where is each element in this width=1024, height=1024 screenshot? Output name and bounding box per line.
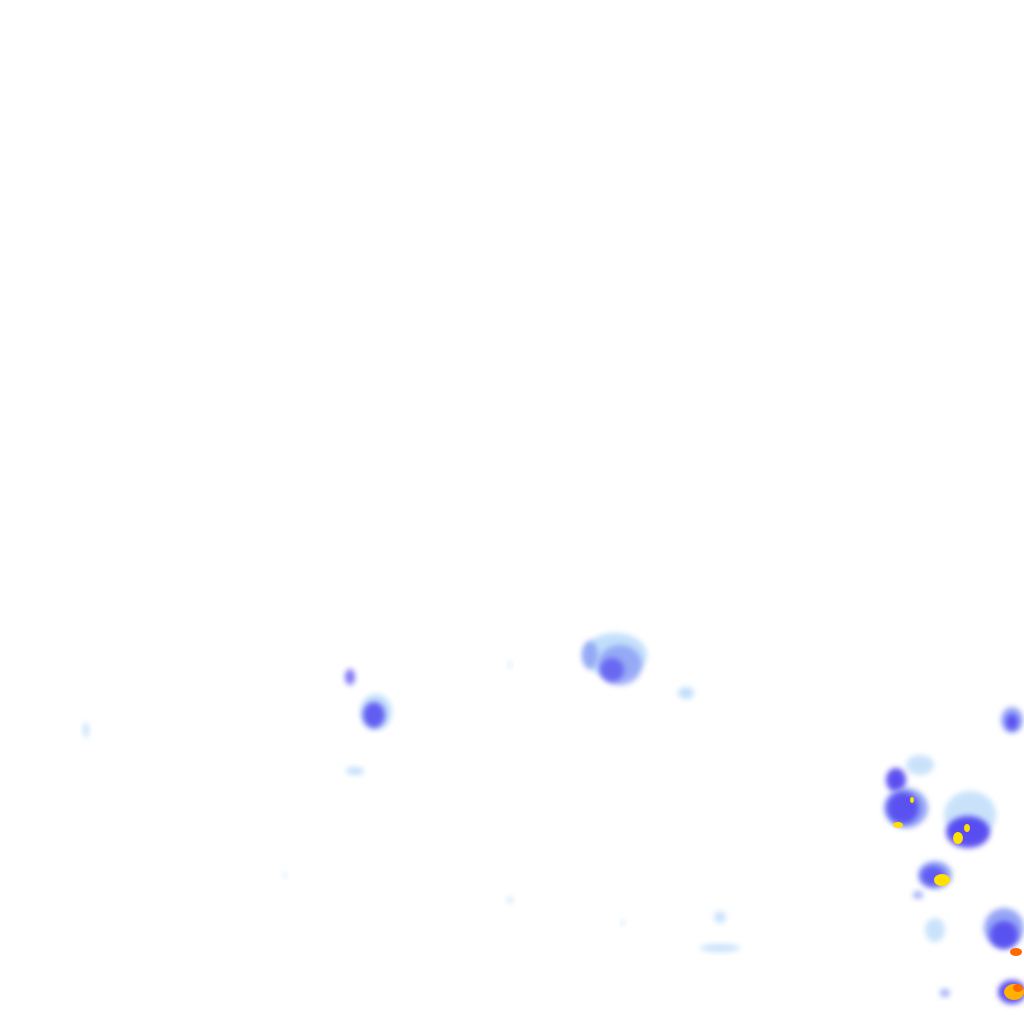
precipitation-cell-heavy — [887, 792, 919, 824]
precipitation-cell-light — [925, 918, 945, 942]
precipitation-cell-heavy — [886, 768, 906, 792]
precipitation-core-intense — [934, 874, 950, 886]
precipitation-cell-light — [700, 944, 740, 952]
precipitation-cell-light — [678, 687, 694, 699]
precipitation-cell-heavy — [600, 658, 624, 682]
precipitation-cell-heavy — [363, 702, 385, 728]
precipitation-cell-heavy — [1006, 714, 1018, 730]
precipitation-core-intense — [910, 797, 914, 803]
precipitation-cell-heavy — [990, 921, 1018, 949]
precipitation-cell-light — [507, 896, 513, 904]
precipitation-core-intense — [953, 832, 963, 844]
precipitation-cell-light — [906, 755, 934, 775]
precipitation-core-intense — [964, 824, 970, 832]
precipitation-cell-light — [621, 920, 625, 926]
precipitation-cell-light — [714, 911, 726, 923]
precipitation-cell-mid — [582, 641, 598, 669]
precipitation-cell-light — [283, 872, 287, 878]
precipitation-core-intense — [893, 822, 903, 828]
precipitation-core-extreme — [1013, 984, 1023, 992]
precipitation-cell-mid — [913, 891, 923, 899]
precipitation-cell-heavy — [345, 669, 355, 685]
precipitation-cell-light — [83, 722, 89, 738]
precipitation-cell-light — [346, 767, 364, 775]
precipitation-cell-heavy — [946, 816, 990, 848]
precipitation-cell-light — [508, 661, 512, 669]
precipitation-cell-mid — [940, 989, 950, 997]
precipitation-core-extreme — [1010, 948, 1022, 956]
